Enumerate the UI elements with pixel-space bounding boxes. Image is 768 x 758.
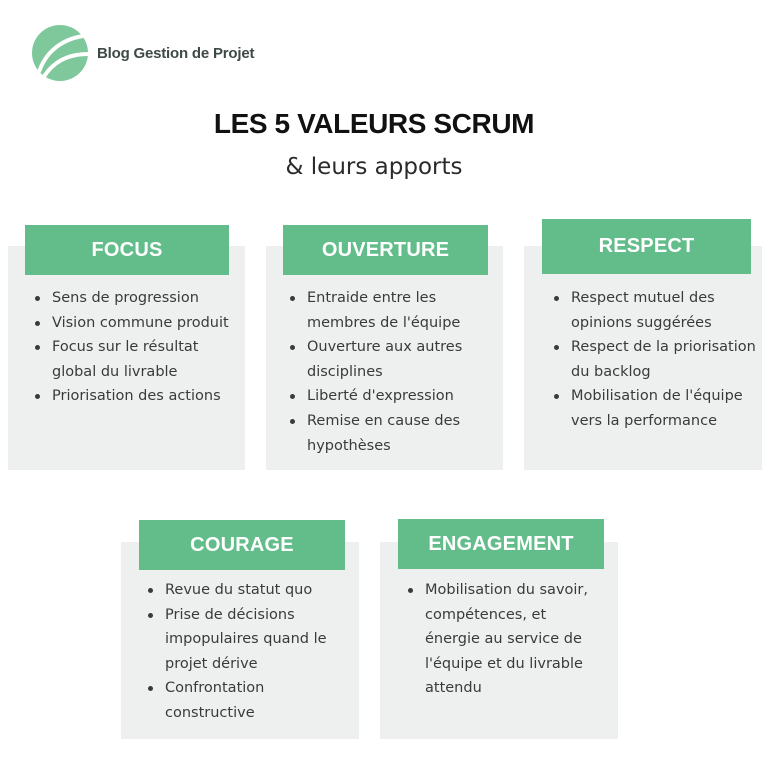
- list-item: Confrontation constructive: [145, 676, 350, 725]
- list-item: Mobilisation de l'équipe vers la perform…: [551, 384, 756, 433]
- card-body: [380, 542, 618, 739]
- card-list: Mobilisation du savoir, compétences, et …: [405, 578, 605, 701]
- card-title: COURAGE: [139, 520, 345, 570]
- list-item: Vision commune produit: [32, 311, 237, 336]
- page-subtitle: & leurs apports: [285, 154, 463, 180]
- card-title: RESPECT: [542, 219, 751, 274]
- card-title: FOCUS: [25, 225, 229, 275]
- list-item: Mobilisation du savoir, compétences, et …: [405, 578, 605, 701]
- card-list: Respect mutuel des opinions suggérées Re…: [551, 286, 756, 434]
- card-body: [266, 246, 503, 470]
- list-item: Respect mutuel des opinions suggérées: [551, 286, 756, 335]
- list-item: Liberté d'expression: [287, 384, 492, 409]
- list-item: Priorisation des actions: [32, 384, 237, 409]
- list-item: Ouverture aux autres disciplines: [287, 335, 492, 384]
- list-item: Sens de progression: [32, 286, 237, 311]
- list-item: Focus sur le résultat global du livrable: [32, 335, 237, 384]
- card-list: Revue du statut quo Prise de décisions i…: [145, 578, 350, 726]
- brand-logo: Blog Gestion de Projet: [29, 24, 254, 82]
- list-item: Remise en cause des hypothèses: [287, 409, 492, 458]
- card-body: [8, 246, 245, 470]
- card-title: OUVERTURE: [283, 225, 488, 275]
- page-title: LES 5 VALEURS SCRUM: [213, 108, 535, 139]
- card-body: [121, 542, 359, 739]
- card-list: Sens de progression Vision commune produ…: [32, 286, 237, 409]
- card-body: [524, 246, 762, 470]
- leaf-logo-icon: [32, 25, 90, 81]
- card-title: ENGAGEMENT: [398, 519, 604, 569]
- brand-name: Blog Gestion de Projet: [97, 44, 255, 62]
- list-item: Revue du statut quo: [145, 578, 350, 603]
- card-list: Entraide entre les membres de l'équipe O…: [287, 286, 492, 458]
- list-item: Prise de décisions impopulaires quand le…: [145, 603, 350, 677]
- list-item: Respect de la priorisation du backlog: [551, 335, 756, 384]
- list-item: Entraide entre les membres de l'équipe: [287, 286, 492, 335]
